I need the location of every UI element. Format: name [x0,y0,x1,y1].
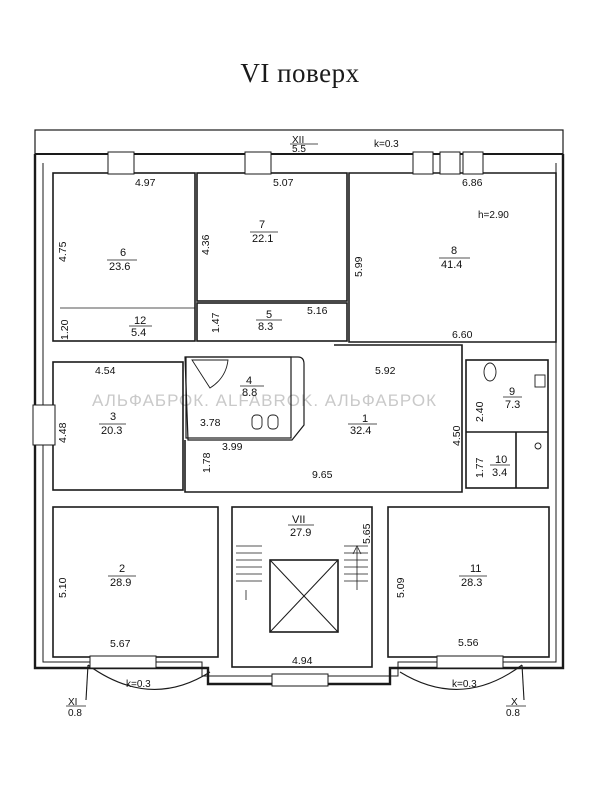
dimension: 4.36 [200,234,212,255]
room-area: 3.4 [492,467,507,479]
area-underlines [66,143,526,707]
room-area: 8.3 [258,321,273,333]
balcony-area: 5.5 [292,144,306,155]
room-number: 5 [266,309,272,321]
room-area: 28.9 [110,577,131,589]
room-area: 5.4 [131,327,146,339]
dimension: 6.86 [462,177,483,189]
room-number: 7 [259,219,265,231]
room-number: 1 [362,413,368,425]
dimension: 3.78 [200,417,221,429]
dimension: 9.65 [312,469,333,481]
dimension: 4.75 [57,241,69,262]
room-number: 3 [110,411,116,423]
dimension: 3.99 [222,441,243,453]
room-labels: 6 23.6 7 22.1 8 41.4 5 8.3 12 5.4 4 8.8 … [101,219,520,589]
dimension: 4.50 [451,425,463,446]
room-number: 6 [120,247,126,259]
dimension: 5.65 [361,523,373,544]
dimension: 5.67 [110,638,131,650]
watermark: АЛЬФАБРОК. ALFABROK. АЛЬФАБРОК [92,391,437,410]
dimension: 4.94 [292,655,313,667]
balcony-area: 0.8 [68,708,82,719]
room-number: 9 [509,386,515,398]
dimension-labels: 4.97 5.07 6.86 5.16 6.60 4.54 5.92 3.78 … [57,177,486,667]
dimension: 5.10 [57,577,69,598]
room-number: 2 [119,563,125,575]
stair-steps [236,545,368,600]
dimension: 5.99 [353,256,365,277]
room-walls [52,172,557,668]
balcony-k: k=0.3 [126,679,151,690]
balcony-labels: XII 5.5 k=0.3 XI 0.8 k=0.3 X 0.8 k=0.3 [68,135,520,719]
dimension: 1.20 [59,319,71,340]
fixtures [191,359,546,450]
room-number: 12 [134,315,146,327]
balcony-id: XII [292,135,304,146]
dimension: 1.78 [201,452,213,473]
windows [32,151,504,687]
dimension: 4.97 [135,177,156,189]
dimension: 5.07 [273,177,294,189]
dimension: 5.16 [307,305,328,317]
balcony-id: XI [68,697,77,708]
room-area: 32.4 [350,425,371,437]
room-number: VII [292,514,305,526]
ceiling-height: h=2.90 [478,210,509,221]
balcony-k: k=0.3 [374,139,399,150]
room-area: 20.3 [101,425,122,437]
room-area: 23.6 [109,261,130,273]
room-number: 10 [495,454,507,466]
room-area: 7.3 [505,399,520,411]
dimension: 4.48 [57,422,69,443]
floor-title: VI поверх [240,58,360,88]
room-area: 22.1 [252,233,273,245]
dimension: 4.54 [95,365,116,377]
room-area: 27.9 [290,527,311,539]
dimension: 6.60 [452,329,473,341]
dimension: 2.40 [474,401,486,422]
balcony-k: k=0.3 [452,679,477,690]
dimension: 1.47 [210,312,222,333]
room-area: 41.4 [441,259,462,271]
dimension: 5.09 [395,577,407,598]
dimension: 5.56 [458,637,479,649]
room-area: 8.8 [242,387,257,399]
room-area: 28.3 [461,577,482,589]
dimension: 1.77 [474,457,486,478]
balcony-arcs [85,664,525,701]
room-number: 11 [470,563,481,575]
balcony-area: 0.8 [506,708,520,719]
room-number: 4 [246,375,252,387]
balcony-id: X [511,697,518,708]
room-number: 8 [451,245,457,257]
dimension: 5.92 [375,365,396,377]
